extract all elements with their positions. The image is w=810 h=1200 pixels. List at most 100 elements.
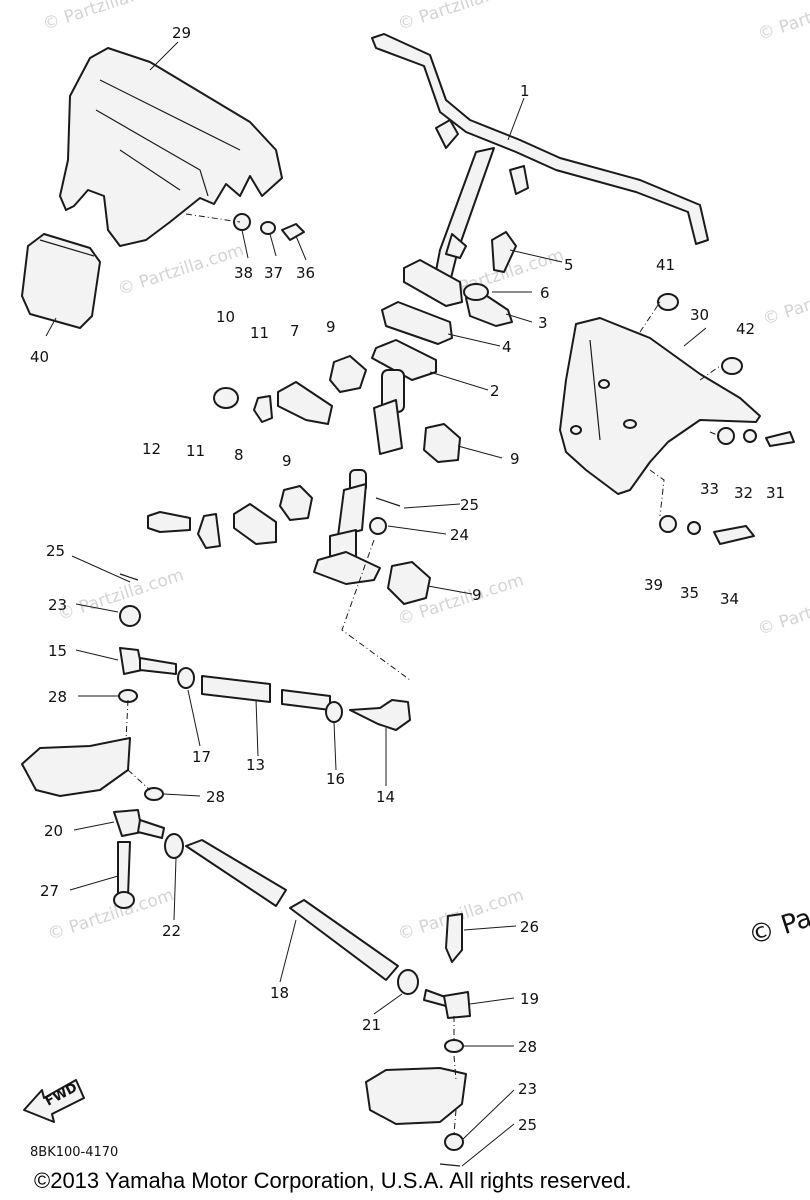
holder-parts (147, 293, 513, 605)
washer-38 (687, 521, 701, 535)
callout-label: 3 (538, 314, 548, 332)
bolt-5 (491, 231, 517, 273)
callout-label: 26 (520, 918, 539, 936)
callout-label: 12 (142, 440, 161, 458)
watermark-text: © Partzilla.com (755, 0, 810, 45)
callout-label: 36 (296, 264, 315, 282)
callout-label: 39 (644, 576, 663, 594)
callout-label: 42 (736, 320, 755, 338)
callout-label: 37 (264, 264, 283, 282)
callout-label: 25 (518, 1116, 537, 1134)
knuckle-left (21, 737, 131, 797)
callout-label: 18 (270, 984, 289, 1002)
tie-rod-13 (201, 675, 271, 703)
callout-label: 24 (450, 526, 469, 544)
washer-28-c (444, 1039, 464, 1053)
callout-label: 16 (326, 770, 345, 788)
tie-rod-lower (113, 809, 471, 1167)
copyright-notice: ©2013 Yamaha Motor Corporation, U.S.A. A… (34, 1168, 631, 1193)
callout-label: 21 (362, 1016, 381, 1034)
callout-labels: 29 1 5 6 3 4 2 9 25 24 9 38 37 36 40 10 … (30, 24, 785, 1134)
watermark-text: © Partzilla.com (755, 580, 810, 640)
washer-36 (717, 427, 735, 445)
callout-label: 8 (234, 446, 244, 464)
callout-label: 41 (656, 256, 675, 274)
handlebar (371, 33, 709, 307)
watermark-text: © Partzilla.com (115, 240, 246, 300)
callout-label: 27 (40, 882, 59, 900)
callout-label: 15 (48, 642, 67, 660)
leader-lines (45, 41, 707, 1167)
callout-label: 9 (510, 450, 520, 468)
watermark-text: © Partzilla.com (45, 885, 176, 945)
plate-7 (233, 503, 277, 545)
callout-label: 28 (48, 688, 67, 706)
rod-end-15 (119, 647, 143, 675)
callout-label: 38 (234, 264, 253, 282)
callout-label: 5 (564, 256, 574, 274)
callout-label: 1 (520, 82, 530, 100)
pin-25-lower (439, 1163, 461, 1167)
washer-35 (743, 429, 757, 443)
fwd-arrow-icon: FWD (23, 1079, 85, 1123)
callout-label: 28 (518, 1038, 537, 1056)
nut-24 (369, 517, 387, 535)
washer-6 (463, 283, 489, 301)
callout-label: 33 (700, 480, 719, 498)
callout-label: 32 (734, 484, 753, 502)
bolt-26 (445, 913, 463, 963)
knuckle-right (365, 1067, 467, 1125)
tie-rod-18-a (185, 839, 287, 907)
callout-label: 35 (680, 584, 699, 602)
callout-label: 20 (44, 822, 63, 840)
locknut-11-lower (197, 513, 221, 549)
locknut-17 (177, 667, 195, 689)
pad (21, 233, 101, 329)
callout-label: 34 (720, 590, 739, 608)
alignment-lines (125, 213, 721, 1135)
bushing-right (423, 423, 461, 463)
callout-label: 13 (246, 756, 265, 774)
callout-label: 2 (490, 382, 500, 400)
callout-label: 4 (502, 338, 512, 356)
callout-label: 30 (690, 306, 709, 324)
bushing-upper-left (329, 355, 367, 393)
callout-label: 10 (216, 308, 235, 326)
watermark-text: © Partzilla.com (40, 0, 171, 35)
tie-rod-18-b (289, 899, 399, 981)
callout-label: 14 (376, 788, 395, 806)
side-panel (559, 317, 761, 495)
plate-8 (277, 381, 333, 425)
bolt-37 (713, 525, 755, 545)
fasteners-top (233, 213, 795, 545)
watermark-text: © Partzilla.com (395, 0, 526, 35)
nut-23-lower (444, 1133, 464, 1151)
diagram-code: 8BK100-4170 (30, 1145, 118, 1160)
callout-label: 9 (472, 586, 482, 604)
locknut-21 (397, 969, 419, 995)
callout-label: 23 (48, 596, 67, 614)
callout-label: 40 (30, 348, 49, 366)
callout-label: 31 (766, 484, 785, 502)
locknut-11-upper (253, 395, 273, 423)
nut-33 (233, 213, 251, 231)
callout-label: 22 (162, 922, 181, 940)
locknut-16 (325, 701, 343, 723)
nut-10 (213, 387, 239, 409)
callout-label: 25 (460, 496, 479, 514)
callout-label: 25 (46, 542, 65, 560)
bolt-34 (765, 431, 795, 447)
steering-shaft (313, 339, 437, 585)
callout-label: 9 (326, 318, 336, 336)
washer-28-b (144, 787, 164, 801)
bushing-lower-left (279, 485, 313, 521)
watermark-edge-text: © Pa (745, 903, 810, 952)
tie-rod-upper (21, 573, 411, 801)
callout-label: 28 (206, 788, 225, 806)
rod-end-14 (349, 699, 411, 731)
callout-label: 11 (250, 324, 269, 342)
washer-39 (659, 515, 677, 533)
bolt-27 (117, 841, 131, 897)
